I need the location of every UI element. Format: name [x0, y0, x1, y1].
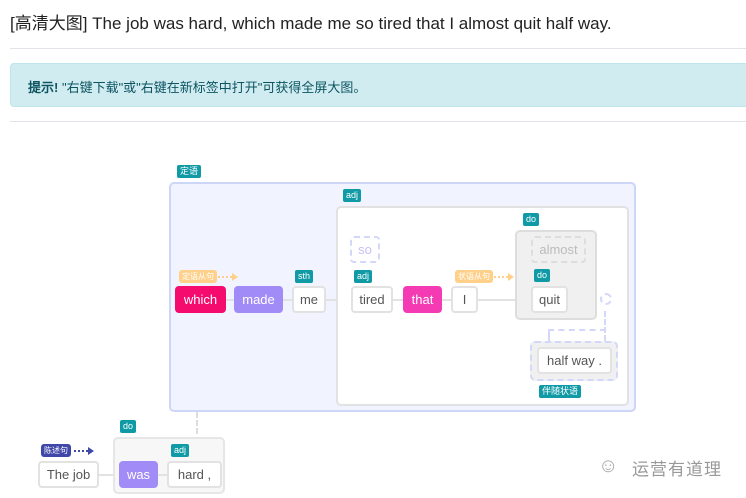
- tag-adj: adj: [343, 189, 362, 202]
- word-I: I: [451, 286, 478, 313]
- word-that: that: [403, 286, 442, 313]
- tag-adj-tired: adj: [354, 270, 373, 283]
- tip-alert: 提示! "右键下载"或"右键在新标签中打开"可获得全屏大图。: [10, 63, 746, 107]
- word-me: me: [292, 286, 326, 313]
- connector: [372, 299, 522, 301]
- arrow-icon: [74, 447, 94, 455]
- arrow-icon: [218, 273, 238, 281]
- tag-attr-clause: 定语从句: [179, 270, 217, 283]
- word-hard: hard ,: [167, 461, 222, 488]
- anchor-circle: [600, 293, 612, 305]
- tag-do-quit: do: [534, 269, 551, 282]
- word-so: so: [350, 236, 380, 263]
- tag-accompany: 伴随状语: [539, 385, 582, 398]
- wechat-icon: ☺: [598, 455, 619, 477]
- divider: [10, 121, 746, 122]
- alert-text: "右键下载"或"右键在新标签中打开"可获得全屏大图。: [58, 80, 367, 95]
- connector: [98, 474, 118, 476]
- word-which: which: [175, 286, 226, 313]
- watermark: 运营有道理: [632, 460, 722, 479]
- word-the-job: The job: [38, 461, 99, 488]
- tag-attributive: 定语: [177, 165, 202, 178]
- word-quit: quit: [531, 286, 568, 313]
- tag-do: do: [523, 213, 540, 226]
- connector: [196, 412, 198, 434]
- word-half-way: half way .: [537, 347, 612, 374]
- word-was: was: [119, 461, 158, 488]
- connector: [548, 311, 606, 341]
- word-tired: tired: [351, 286, 393, 313]
- word-almost: almost: [531, 236, 586, 263]
- tag-adj-hard: adj: [171, 444, 190, 457]
- tag-do-main: do: [120, 420, 137, 433]
- tag-adv-clause: 状语从句: [455, 270, 493, 283]
- connector: [548, 329, 606, 341]
- word-made: made: [234, 286, 283, 313]
- tag-declarative: 陈述句: [41, 444, 71, 457]
- tag-sth: sth: [295, 270, 314, 283]
- alert-strong: 提示!: [28, 80, 59, 95]
- arrow-icon: [494, 273, 514, 281]
- page-title: [高清大图] The job was hard, which made me s…: [10, 14, 612, 33]
- divider: [10, 48, 746, 49]
- connector: [155, 474, 170, 476]
